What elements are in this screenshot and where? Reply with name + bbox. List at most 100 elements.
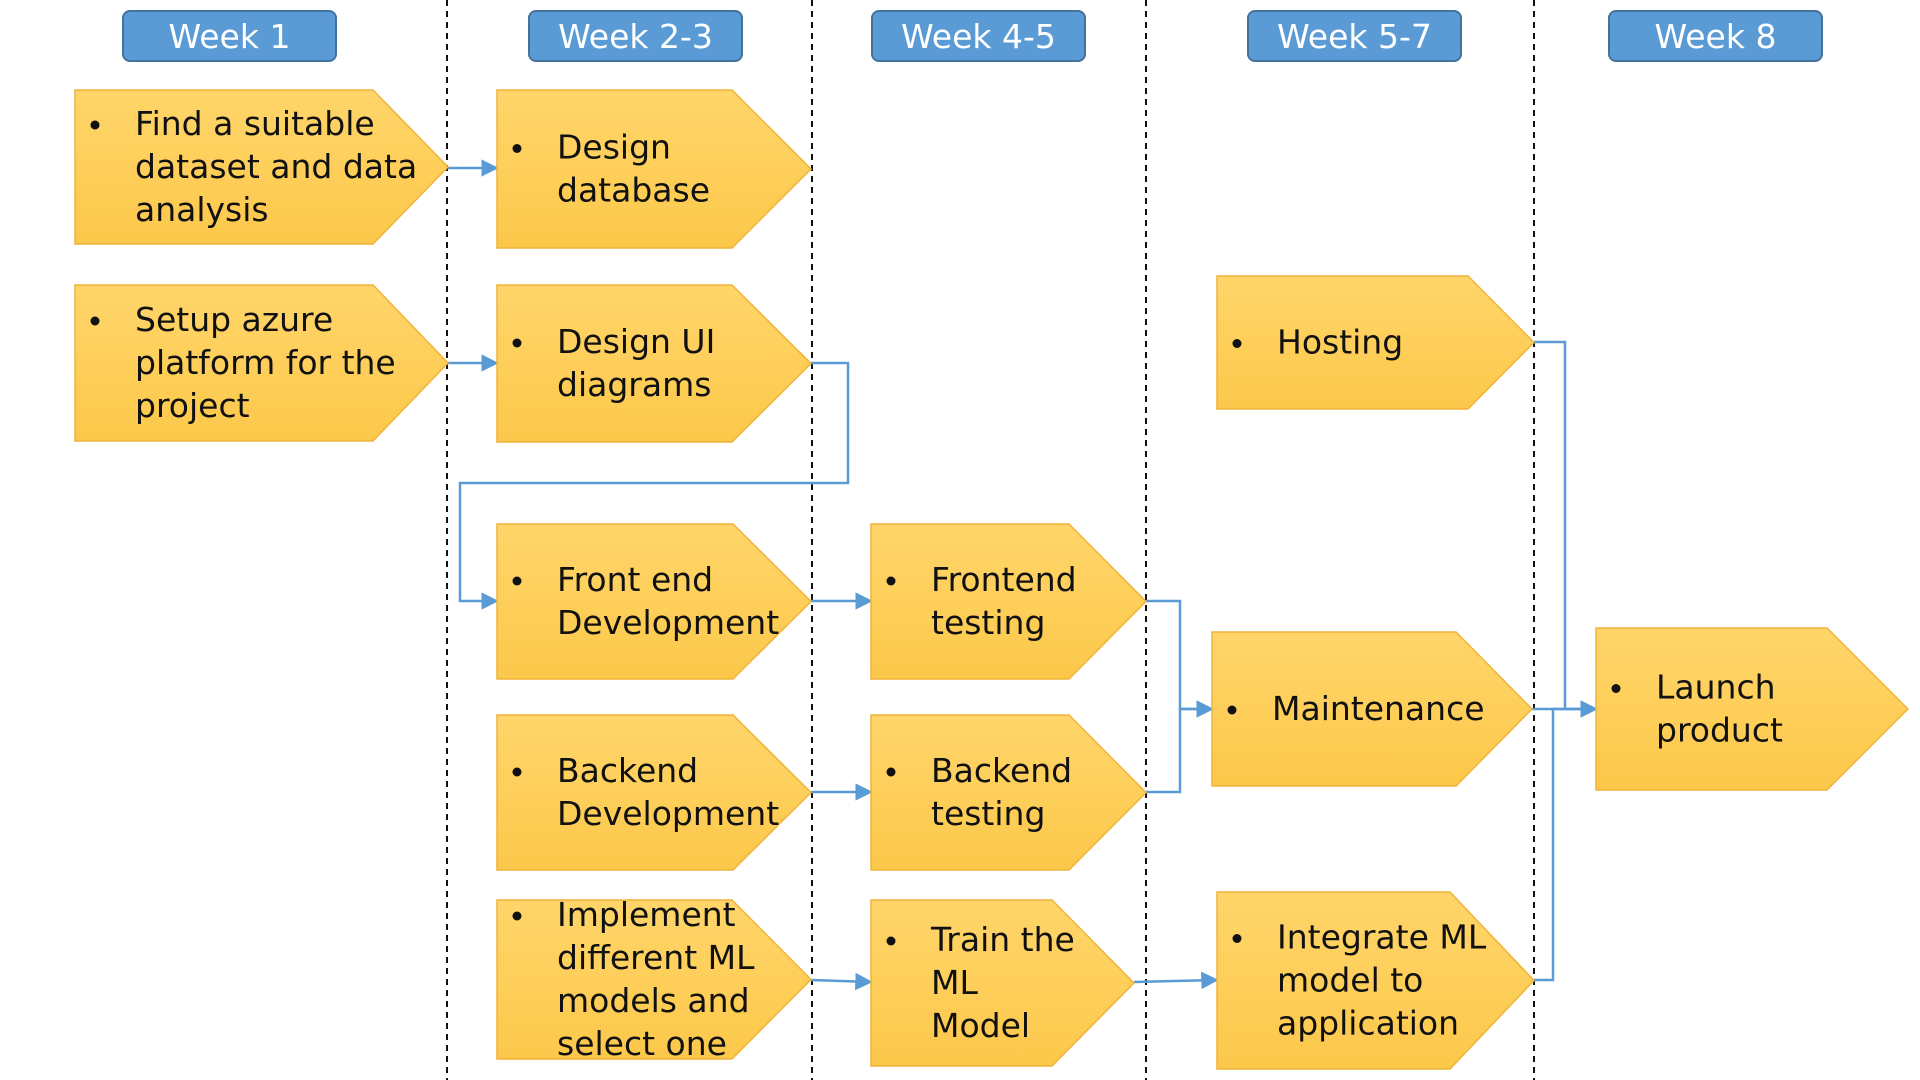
- task-shape: [496, 89, 813, 249]
- task-label-line: Integrate ML: [1277, 918, 1487, 957]
- task-shape: [870, 899, 1136, 1067]
- week-header-3: Week 4-5: [871, 10, 1086, 62]
- task-label-line: model to: [1277, 961, 1423, 1000]
- task-label-line: Design: [557, 128, 671, 167]
- week-header-1: Week 1: [122, 10, 337, 62]
- bullet-icon: [886, 767, 896, 777]
- task-label-line: Hosting: [1277, 323, 1403, 362]
- task-label-line: Development: [557, 603, 779, 642]
- bullet-icon: [512, 767, 522, 777]
- week-header-label: Week 4-5: [901, 17, 1056, 56]
- task-setup-azure: Setup azure platform for the project: [74, 284, 450, 442]
- task-label-line: project: [135, 386, 250, 425]
- week-header-label: Week 2-3: [558, 17, 713, 56]
- task-label-line: Backend: [557, 751, 698, 790]
- task-shape: [496, 899, 813, 1060]
- task-label-line: Development: [557, 794, 779, 833]
- week-dividers: [446, 0, 1535, 1080]
- task-shapes: Find a suitable dataset and data analysisS…: [74, 89, 1910, 1070]
- task-label-line: Setup azure: [135, 300, 333, 339]
- task-launch-product: Launch product: [1595, 627, 1910, 791]
- task-shape: [1216, 891, 1536, 1070]
- bullet-icon: [886, 576, 896, 586]
- bullet-icon: [512, 144, 522, 153]
- connector-hosting-to-launch-product: [1534, 340, 1598, 718]
- week-header-box: [871, 10, 1086, 62]
- connector-train-ml-to-integrate-ml: [1133, 971, 1219, 990]
- task-shape: [870, 523, 1148, 680]
- connectors: [448, 159, 1598, 991]
- bullet-icon: [90, 316, 100, 326]
- connector-frontend-testing-to-maintenance: [1146, 599, 1214, 718]
- bullet-icon: [512, 338, 522, 348]
- task-integrate-ml: Integrate ML model to application: [1216, 891, 1536, 1070]
- task-shape: [496, 523, 813, 680]
- task-implement-ml: Implement different ML models and select on…: [496, 895, 813, 1063]
- week-header-label: Week 1: [169, 17, 291, 56]
- week-header-box: [122, 10, 337, 62]
- bullet-icon: [512, 911, 522, 921]
- task-label-line: analysis: [135, 190, 269, 229]
- task-label-line: dataset and data: [135, 147, 417, 186]
- week-header-4: Week 5-7: [1247, 10, 1462, 62]
- connector-backend-testing-to-maintenance: [1146, 700, 1214, 794]
- task-label-line: product: [1656, 711, 1783, 750]
- task-find-dataset: Find a suitable dataset and data analysis: [74, 89, 450, 245]
- week-header-label: Week 5-7: [1277, 17, 1432, 56]
- bullet-icon: [1232, 934, 1242, 943]
- task-label-line: Frontend: [931, 560, 1077, 599]
- task-label-line: diagrams: [557, 365, 711, 404]
- task-shape: [870, 714, 1148, 871]
- task-maintenance: Maintenance: [1211, 631, 1534, 787]
- task-label-line: Design UI: [557, 322, 715, 361]
- bullet-icon: [1232, 339, 1242, 348]
- bullet-icon: [512, 576, 522, 586]
- task-backend-testing: Backend testing: [870, 714, 1148, 871]
- task-design-database: Design database: [496, 89, 813, 249]
- task-shape: [496, 714, 813, 871]
- task-label-line: platform for the: [135, 343, 396, 382]
- task-label-line: application: [1277, 1004, 1459, 1043]
- week-header-box: [528, 10, 743, 62]
- bullet-icon: [1611, 684, 1621, 693]
- bullet-icon: [90, 120, 100, 130]
- task-label-line: select one: [557, 1024, 727, 1063]
- task-label-line: Launch: [1656, 668, 1776, 707]
- task-frontend-testing: Frontend testing: [870, 523, 1148, 680]
- task-label-line: ML: [931, 963, 978, 1002]
- task-label-line: Implement: [557, 895, 736, 934]
- bullet-icon: [1227, 705, 1237, 715]
- task-hosting: Hosting: [1216, 275, 1536, 410]
- task-label-line: Maintenance: [1272, 689, 1485, 728]
- task-label-line: models and: [557, 981, 750, 1020]
- connector-implement-ml-to-train-ml: [810, 972, 873, 991]
- task-label-line: Train the: [930, 920, 1075, 959]
- week-header-box: [1247, 10, 1462, 62]
- week-header-box: [1608, 10, 1823, 62]
- task-label-line: different ML: [557, 938, 755, 977]
- bullet-icon: [886, 936, 896, 946]
- task-shape: [1595, 627, 1910, 791]
- connector-integrate-ml-to-launch-product: [1534, 700, 1598, 982]
- task-shape: [74, 284, 450, 442]
- task-design-ui: Design UI diagrams: [496, 284, 813, 443]
- task-label-line: Backend: [931, 751, 1072, 790]
- task-shape: [1216, 275, 1536, 410]
- task-shape: [496, 284, 813, 443]
- task-label-line: Find a suitable: [135, 104, 375, 143]
- task-label-line: Front end: [557, 560, 713, 599]
- task-label-line: Model: [931, 1006, 1030, 1045]
- week-header-label: Week 8: [1655, 17, 1777, 56]
- task-label-line: testing: [931, 603, 1045, 642]
- week-headers: Week 1 Week 2-3 Week 4-5 Week 5-7 Week 8: [122, 10, 1823, 62]
- task-label-line: database: [557, 171, 710, 210]
- week-header-2: Week 2-3: [528, 10, 743, 62]
- week-header-5: Week 8: [1608, 10, 1823, 62]
- task-shape: [1211, 631, 1534, 787]
- connector-design-ui-to-frontend-dev: [458, 361, 850, 610]
- task-label-line: testing: [931, 794, 1045, 833]
